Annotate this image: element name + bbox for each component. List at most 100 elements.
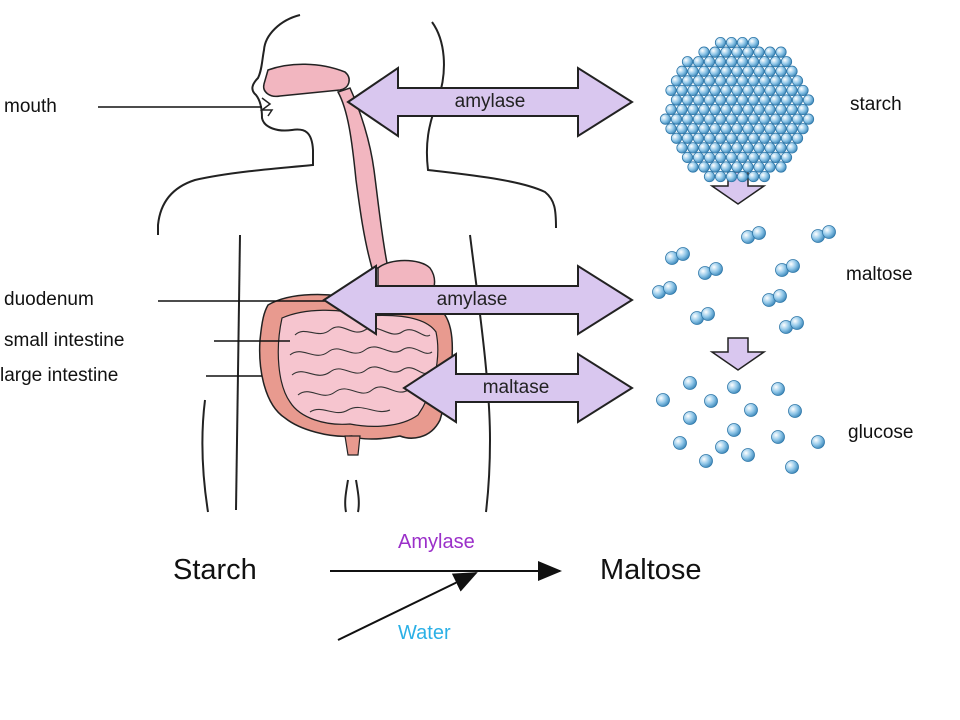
molecule-bead <box>742 142 754 154</box>
molecule-bead <box>692 75 705 87</box>
molecule-bead <box>742 161 754 173</box>
molecule-bead <box>786 142 798 154</box>
molecule-bead <box>797 123 809 135</box>
molecule-bead <box>753 103 765 116</box>
teeth-icon <box>259 97 274 117</box>
molecule-bead <box>736 132 749 144</box>
molecule-bead <box>703 132 716 144</box>
molecule-bead <box>802 113 815 125</box>
water-arrow <box>337 572 478 641</box>
arrow-mouth-starch[interactable] <box>346 66 634 138</box>
molecule-bead <box>786 259 800 273</box>
molecule-bead <box>731 46 743 58</box>
molecule-bead <box>725 75 738 87</box>
molecule-bead <box>780 151 793 164</box>
molecule-bead <box>720 46 732 58</box>
molecule-bead <box>703 113 716 125</box>
molecule-bead <box>698 65 710 77</box>
molecule-bead <box>764 46 776 58</box>
molecule-bead <box>681 151 694 164</box>
molecule-bead <box>725 56 738 68</box>
molecule-bead <box>725 113 738 125</box>
molecule-bead <box>725 94 738 106</box>
molecule-bead <box>769 94 782 106</box>
molecule-bead <box>788 404 802 418</box>
molecule-bead <box>822 225 836 239</box>
equation-enzyme: Amylase <box>398 531 475 553</box>
molecule-bead <box>769 75 782 87</box>
molecule-bead <box>758 132 771 144</box>
molecule-bead <box>786 123 798 135</box>
molecule-bead <box>791 75 804 87</box>
molecule-bead <box>780 132 793 144</box>
molecule-bead <box>692 151 705 164</box>
molecule-bead <box>786 103 798 116</box>
molecule-bead <box>736 75 749 87</box>
molecule-bead <box>769 56 782 68</box>
molecule-bead <box>709 65 721 77</box>
molecule-bead <box>714 94 727 106</box>
molecule-bead <box>720 161 732 173</box>
molecule-bead <box>687 142 699 154</box>
molecule-bead <box>791 132 804 144</box>
molecule-bead <box>698 46 710 58</box>
molecule-bead <box>725 132 738 144</box>
molecule-bead <box>742 84 754 97</box>
molecule-bead <box>714 151 727 164</box>
molecule-bead <box>742 46 754 58</box>
molecule-bead <box>725 36 738 49</box>
molecule-bead <box>780 113 793 125</box>
molecule-bead <box>720 123 732 135</box>
molecule-bead <box>687 65 699 77</box>
molecule-bead <box>714 56 727 68</box>
molecule-bead <box>758 113 771 125</box>
molecule-bead <box>676 65 688 77</box>
molecule-bead <box>785 460 799 474</box>
molecule-bead <box>736 113 749 125</box>
molecule-bead <box>780 56 793 68</box>
down-arrow-starch-maltose <box>709 171 767 205</box>
molecule-bead <box>742 123 754 135</box>
molecule-bead <box>698 161 710 173</box>
molecule-bead <box>725 170 738 183</box>
molecule-bead <box>699 454 713 468</box>
molecule-bead <box>698 84 710 97</box>
molecule-bead <box>725 151 738 164</box>
enzyme-label-mouth: amylase <box>454 91 526 112</box>
molecule-bead <box>714 170 727 183</box>
molecule-bead <box>714 75 727 87</box>
molecule-bead <box>780 75 793 87</box>
arrow-duodenum-maltose[interactable] <box>322 264 634 336</box>
equation-reactant: Starch <box>173 554 257 586</box>
molecule-bead <box>709 262 723 276</box>
label-maltose: maltose <box>846 264 913 285</box>
arrow-intestine-glucose[interactable] <box>402 352 634 424</box>
molecule-bead <box>753 142 765 154</box>
molecule-bead <box>790 316 804 330</box>
molecule-bead <box>764 123 776 135</box>
molecule-bead <box>731 161 743 173</box>
molecule-bead <box>747 94 760 106</box>
molecule-bead <box>670 94 683 106</box>
molecule-bead <box>663 281 677 295</box>
molecule-bead <box>673 436 687 450</box>
molecule-bead <box>709 142 721 154</box>
label-glucose: glucose <box>848 422 914 443</box>
molecule-bead <box>753 123 765 135</box>
molecule-bead <box>758 56 771 68</box>
molecule-bead <box>665 103 677 116</box>
molecule-bead <box>769 132 782 144</box>
molecule-bead <box>683 376 697 390</box>
maltose-molecules <box>652 225 836 334</box>
molecule-bead <box>687 84 699 97</box>
molecule-bead <box>753 46 765 58</box>
molecule-bead <box>752 226 766 240</box>
molecule-bead <box>715 440 729 454</box>
enzyme-label-small-intestine: maltase <box>482 377 550 398</box>
molecule-bead <box>747 56 760 68</box>
molecule-bead <box>665 84 677 97</box>
molecule-bead <box>703 94 716 106</box>
molecule-bead <box>714 36 727 49</box>
molecule-bead <box>681 75 694 87</box>
molecule-bead <box>709 103 721 116</box>
